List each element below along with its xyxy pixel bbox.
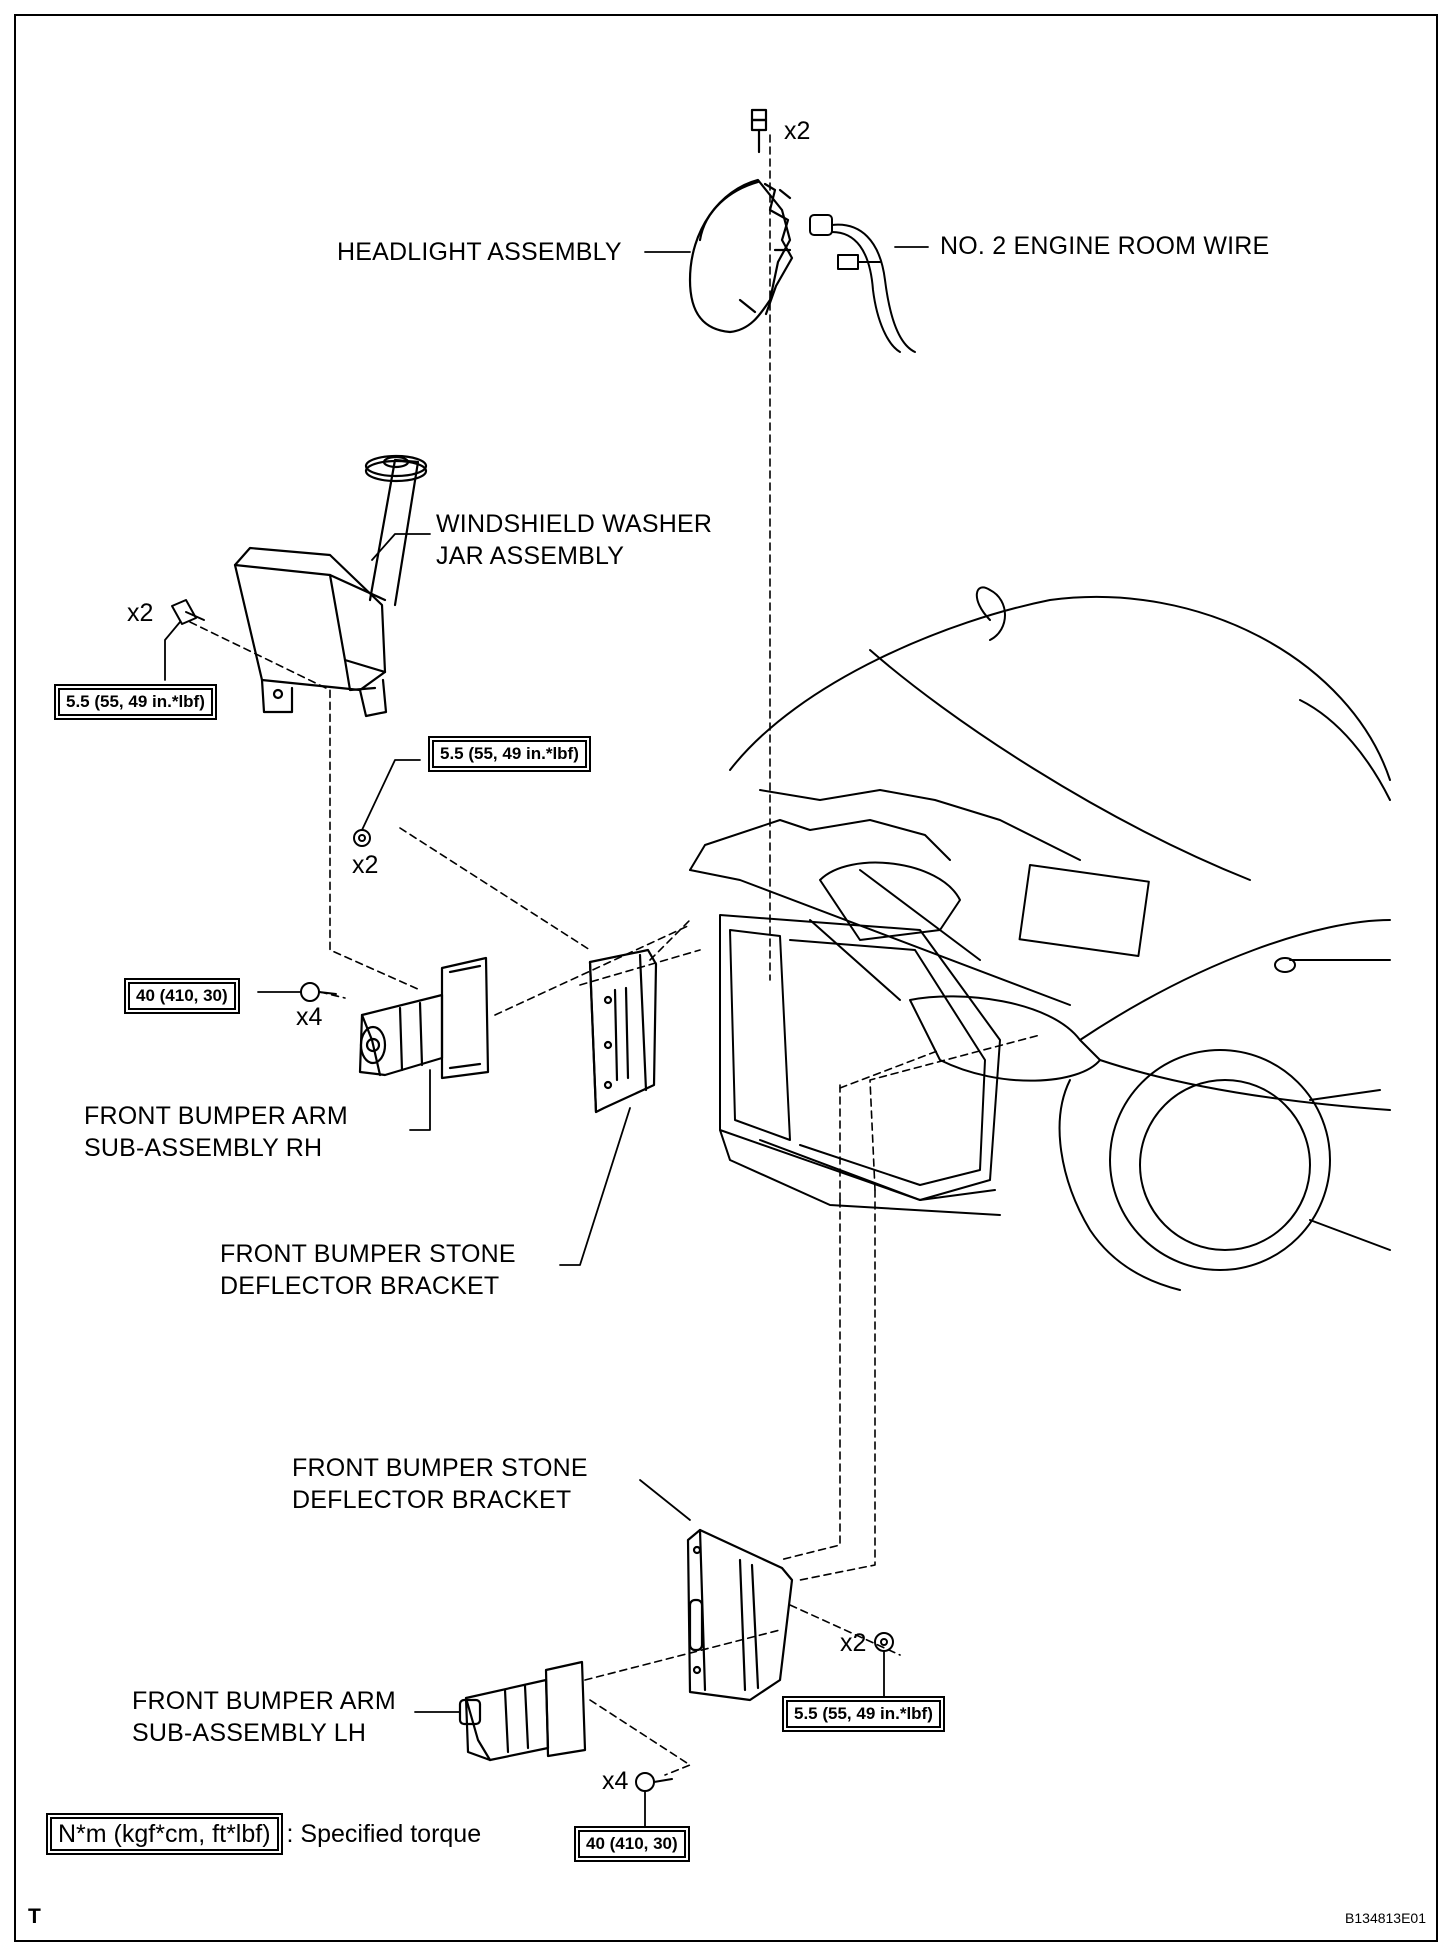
torque-arm-lh: 40 (410, 30) (578, 1830, 686, 1858)
figure-id: B134813E01 (1345, 1910, 1426, 1926)
engine-room-wire-label: NO. 2 ENGINE ROOM WIRE (940, 232, 1270, 260)
deflector-bracket-upper-label: FRONT BUMPER STONE DEFLECTOR BRACKET (220, 1240, 516, 1300)
headlight-assembly (688, 108, 794, 334)
windshield-washer-jar (233, 454, 428, 718)
washer-bolt-qty: x2 (127, 599, 154, 627)
torque-washer-nut: 5.5 (55, 49 in.*lbf) (432, 740, 587, 768)
arm-lh-bolt-qty: x4 (602, 1767, 629, 1795)
headlight-bolt-qty: x2 (784, 117, 811, 145)
stone-deflector-bracket-lower (686, 1528, 794, 1702)
arm-rh-bolt-qty: x4 (296, 1003, 323, 1031)
torque-washer-bolt: 5.5 (55, 49 in.*lbf) (58, 688, 213, 716)
washer-nut-qty: x2 (352, 851, 379, 879)
torque-arm-rh: 40 (410, 30) (128, 982, 236, 1010)
washer-jar-nut (353, 829, 371, 847)
washer-jar-label: WINDSHIELD WASHER JAR ASSEMBLY (436, 510, 713, 570)
leader-lines (164, 246, 929, 1829)
diagram-frame (14, 14, 1438, 1942)
bumper-arm-rh-bolt (300, 982, 337, 1002)
torque-deflector-nut: 5.5 (55, 49 in.*lbf) (786, 1700, 941, 1728)
bumper-arm-rh-label: FRONT BUMPER ARM SUB-ASSEMBLY RH (84, 1102, 348, 1162)
front-bumper-arm-lh (458, 1660, 587, 1762)
torque-legend: N*m (kgf*cm, ft*lbf): Specified torque (50, 1816, 481, 1852)
headlight-assembly-label: HEADLIGHT ASSEMBLY (337, 238, 622, 266)
assembly-guide-lines (189, 134, 1041, 1776)
deflector-nut-qty: x2 (840, 1629, 867, 1657)
corner-mark: T (28, 1905, 41, 1928)
engine-room-wire-harness (809, 214, 916, 353)
legend-text: : Specified torque (286, 1820, 482, 1848)
stone-deflector-bracket-upper (588, 948, 658, 1114)
washer-jar-bolt (171, 599, 205, 625)
deflector-bracket-lower-label: FRONT BUMPER STONE DEFLECTOR BRACKET (292, 1454, 588, 1514)
bumper-arm-lh-label: FRONT BUMPER ARM SUB-ASSEMBLY LH (132, 1687, 396, 1747)
legend-unit-box: N*m (kgf*cm, ft*lbf) (50, 1817, 279, 1851)
bumper-arm-lh-bolt (635, 1772, 673, 1792)
vehicle-front-body (689, 586, 1391, 1291)
front-bumper-arm-rh (358, 956, 490, 1080)
